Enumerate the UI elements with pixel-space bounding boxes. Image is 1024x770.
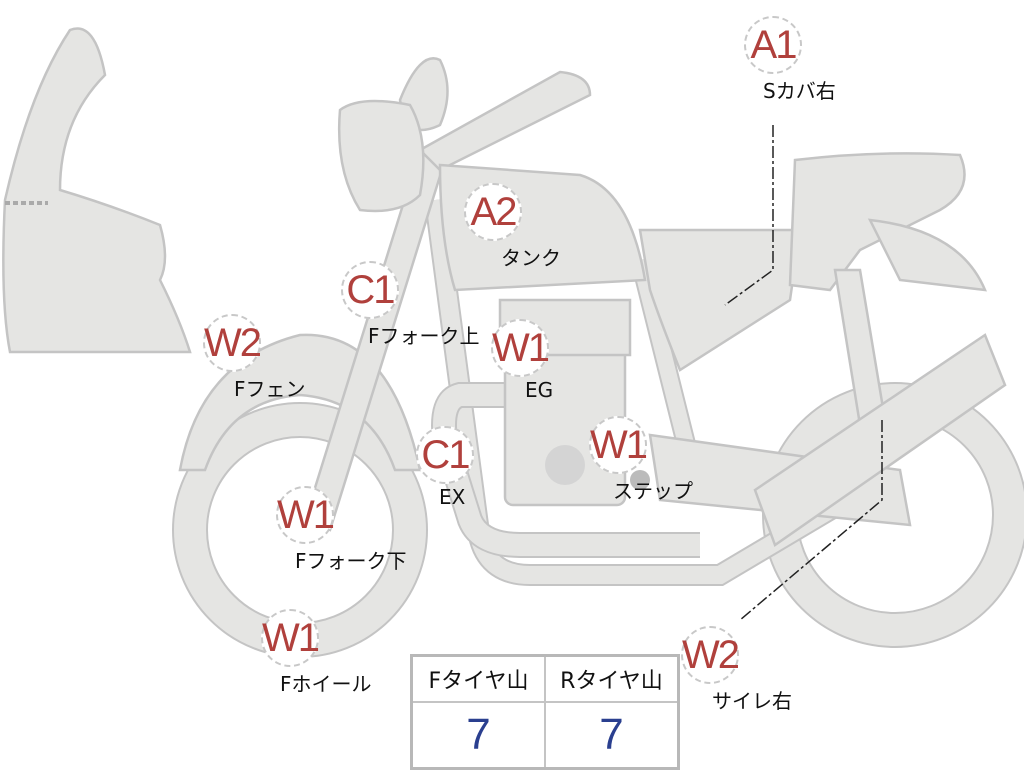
muffler [753, 333, 1007, 547]
headlight [337, 99, 425, 213]
condition-code[interactable]: W1 [589, 416, 648, 474]
front-cowl [2, 27, 192, 354]
part-label: Sカバ右 [763, 79, 836, 103]
tire-tread-table: Fタイヤ山 Rタイヤ山 7 7 [410, 654, 680, 770]
condition-code[interactable]: C1 [416, 426, 474, 484]
part-label: サイレ右 [712, 689, 792, 713]
part-label: ステップ [613, 479, 693, 503]
condition-code[interactable]: W1 [261, 609, 320, 667]
condition-code[interactable]: W2 [681, 626, 740, 684]
condition-code[interactable]: A2 [464, 183, 522, 241]
condition-code[interactable]: W2 [203, 314, 262, 372]
condition-code[interactable]: W1 [491, 319, 550, 377]
part-label: EG [525, 378, 554, 402]
part-label: EX [439, 485, 466, 509]
rear-tire-header: Rタイヤ山 [544, 654, 680, 703]
part-label: Fホイール [280, 672, 372, 696]
side-cover [638, 228, 802, 372]
condition-code[interactable]: W1 [276, 486, 335, 544]
front-tire-value: 7 [410, 701, 546, 770]
rear-tire-value: 7 [544, 701, 680, 770]
part-label: Fフェン [234, 377, 306, 401]
condition-code[interactable]: C1 [341, 261, 399, 319]
front-tire-header: Fタイヤ山 [410, 654, 546, 703]
part-label: タンク [501, 246, 561, 270]
part-label: Fフォーク下 [295, 549, 407, 573]
condition-code[interactable]: A1 [744, 16, 802, 74]
part-label: Fフォーク上 [368, 324, 480, 348]
